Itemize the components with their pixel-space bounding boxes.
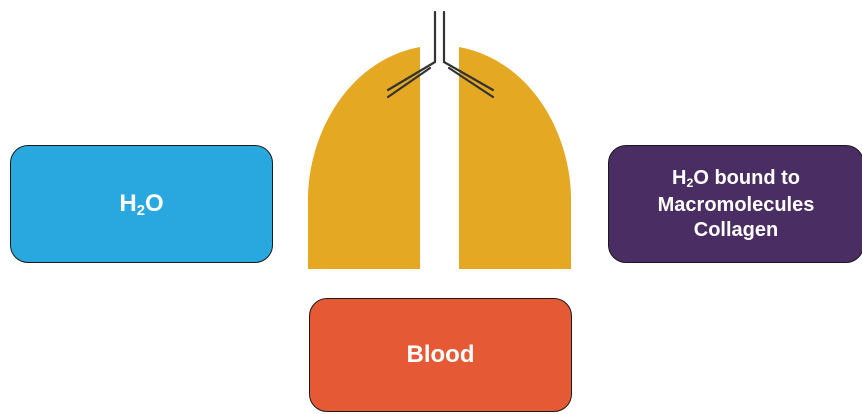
bound-water-line-1: H2O bound to — [658, 166, 815, 193]
water-label: H2O — [119, 190, 163, 218]
water-label-subscript: 2 — [137, 203, 145, 219]
blood-label: Blood — [407, 341, 475, 369]
bound-water-line-1-main: H — [672, 167, 686, 189]
blood-box: Blood — [309, 298, 572, 412]
bound-water-line-2: Macromolecules — [658, 193, 815, 218]
water-box: H2O — [10, 145, 273, 263]
water-label-rest: O — [145, 190, 164, 217]
bound-water-line-1-subscript: 2 — [686, 176, 693, 190]
bound-water-label: H2O bound to Macromolecules Collagen — [658, 166, 815, 243]
bound-water-line-1-rest: O bound to — [693, 167, 800, 189]
bound-water-line-3: Collagen — [658, 218, 815, 243]
bound-water-box: H2O bound to Macromolecules Collagen — [608, 145, 862, 263]
water-label-main: H — [119, 190, 136, 217]
